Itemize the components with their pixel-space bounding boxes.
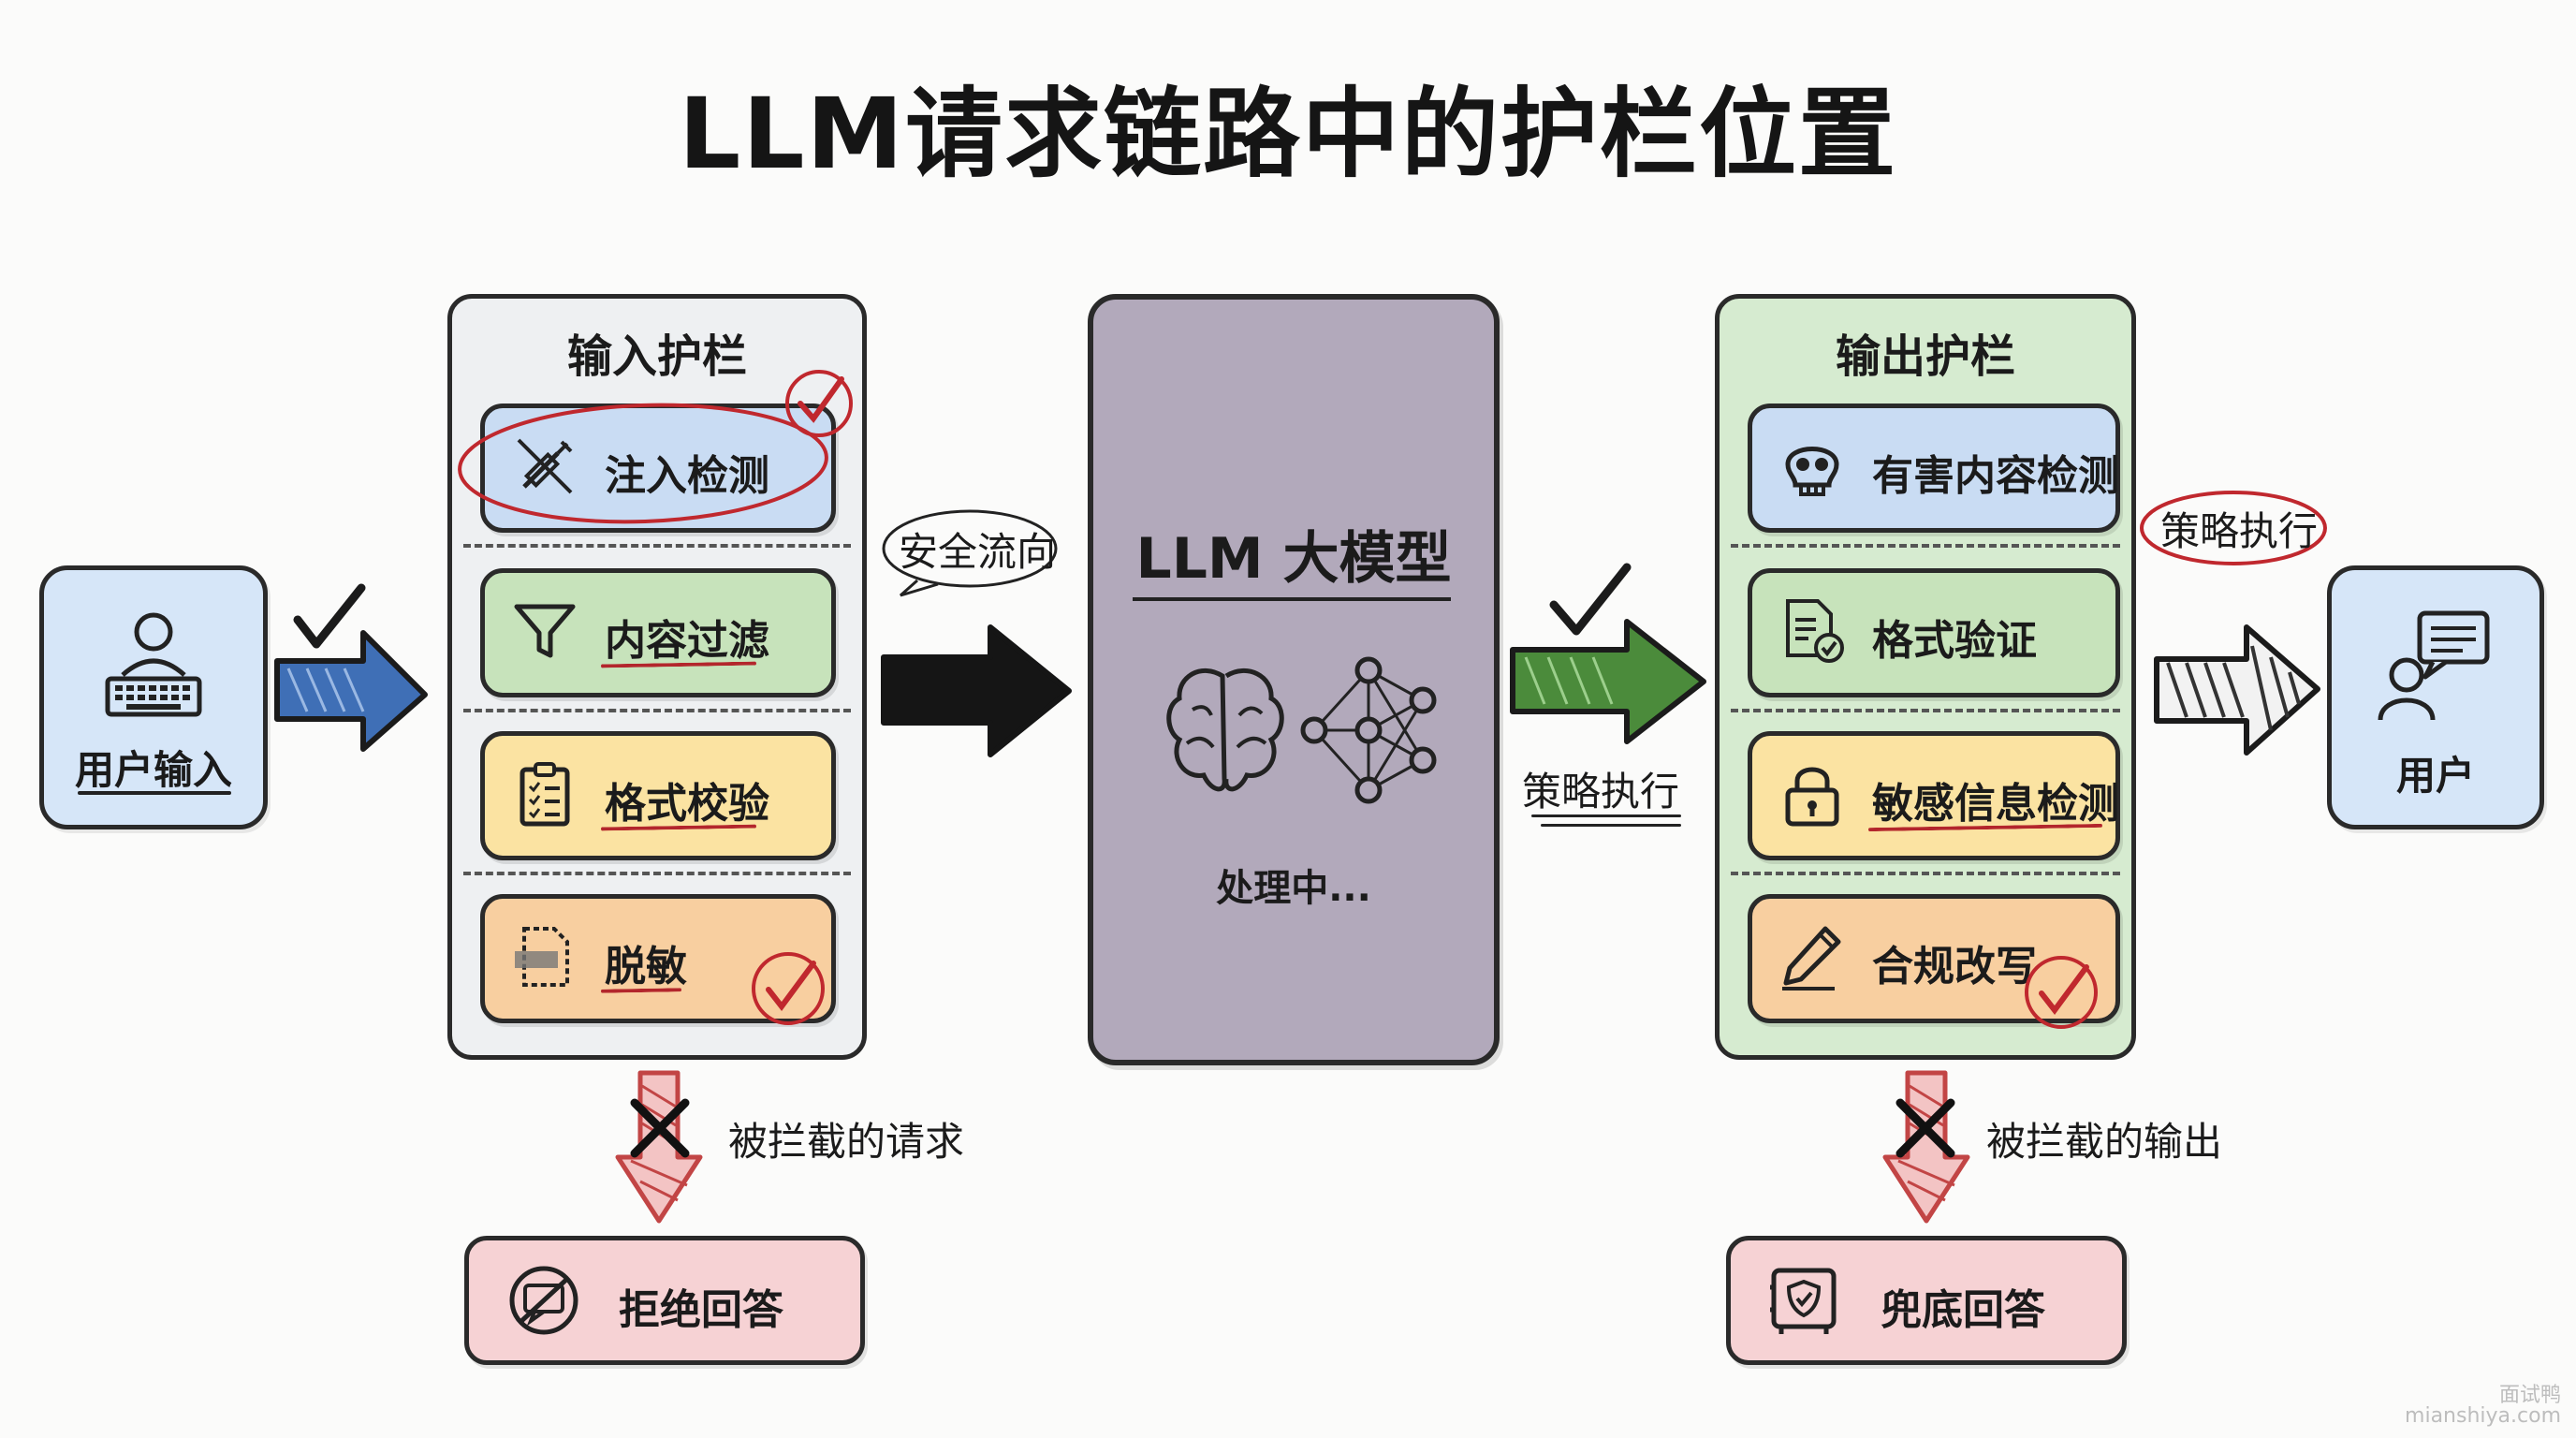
policy-exec-label-1: 策略执行: [1522, 769, 1680, 814]
output-guardrail-panel: 输出护栏 有害内容检测 格式验证 敏感信息检测: [1715, 294, 2136, 1060]
separator: [1731, 709, 2120, 712]
output-guardrail-title: 输出护栏: [1835, 330, 2015, 383]
neural-network-icon: [1300, 656, 1437, 804]
brain-icon: [1166, 668, 1284, 792]
separator: [1731, 544, 2120, 548]
item-label: 格式验证: [1872, 617, 2037, 665]
pen-icon: [1782, 926, 1841, 990]
item-label: 敏感信息检测: [1872, 780, 2119, 828]
input-item-format-check: 格式校验: [480, 731, 836, 860]
separator: [463, 544, 851, 548]
input-guardrail-panel: 输入护栏 注入检测 内容过滤 格式校验 脱敏: [447, 294, 867, 1060]
check-circle-icon: [752, 952, 825, 1025]
output-item-sensitive-info: 敏感信息检测: [1748, 731, 2120, 860]
user-label: 用户: [2395, 753, 2475, 799]
clipboard-checklist-icon: [520, 762, 570, 827]
green-flow-arrow: [1510, 563, 1706, 744]
safe-answer-label: 兜底回答: [1881, 1286, 2045, 1334]
redacted-document-icon: [515, 927, 569, 987]
underline: [78, 791, 231, 795]
blue-flow-arrow: [274, 583, 428, 752]
cross-icon: [630, 1098, 690, 1158]
blocked-request-label: 被拦截的请求: [728, 1119, 965, 1165]
check-circle-icon: [2025, 956, 2098, 1029]
underline: [1133, 597, 1451, 601]
blocked-output-label: 被拦截的输出: [1986, 1119, 2223, 1165]
safe-answer-box: 兜底回答: [1726, 1236, 2127, 1365]
item-label: 脱敏: [605, 943, 687, 990]
refuse-answer-box: 拒绝回答: [464, 1236, 865, 1365]
separator: [463, 709, 851, 712]
separator: [1731, 872, 2120, 875]
item-label: 注入检测: [605, 452, 769, 500]
output-item-format-validation: 格式验证: [1748, 568, 2120, 697]
document-check-icon: [1786, 599, 1844, 663]
input-item-content-filter: 内容过滤: [480, 568, 836, 697]
safe-flow-label: 安全流向: [899, 529, 1057, 575]
llm-status: 处理中...: [1216, 867, 1371, 910]
red-circle-annotation: [2140, 491, 2327, 565]
keyboard-user-icon: [105, 612, 202, 717]
black-flow-arrow: [881, 624, 1072, 757]
item-label: 合规改写: [1872, 943, 2037, 990]
check-circle-icon: [785, 370, 853, 437]
item-label: 格式校验: [605, 780, 769, 828]
item-label: 内容过滤: [605, 617, 769, 665]
input-item-injection: 注入检测: [480, 404, 836, 533]
llm-block: LLM 大模型 处理中...: [1088, 294, 1500, 1065]
cross-icon: [1895, 1098, 1955, 1158]
safe-shield-icon: [1770, 1268, 1837, 1334]
underline: [1531, 814, 1681, 817]
underline: [1541, 824, 1681, 827]
funnel-icon: [514, 604, 576, 658]
user-chat-icon: [2378, 610, 2490, 721]
user-input-node: 用户输入: [39, 565, 268, 829]
safe-flow-bubble: [882, 509, 1058, 597]
padlock-icon: [1785, 767, 1839, 827]
no-chat-icon: [509, 1266, 578, 1335]
separator: [463, 872, 851, 875]
input-guardrail-title: 输入护栏: [566, 330, 747, 383]
user-node: 用户: [2327, 565, 2544, 829]
watermark-url: mianshiya.com: [2405, 1404, 2561, 1428]
output-item-harmful: 有害内容检测: [1748, 404, 2120, 533]
red-circle-annotation: [458, 403, 828, 524]
watermark-brand: 面试鸭: [2498, 1384, 2561, 1407]
policy-exec-label-2: 策略执行: [2160, 508, 2319, 554]
user-input-label: 用户输入: [74, 747, 232, 793]
syringe-crossed-icon: [517, 438, 573, 494]
llm-title: LLM 大模型: [1135, 526, 1452, 592]
skull-icon: [1785, 447, 1839, 496]
hatched-flow-arrow: [2154, 624, 2320, 756]
item-label: 有害内容检测: [1872, 452, 2119, 500]
refuse-answer-label: 拒绝回答: [619, 1286, 783, 1334]
diagram-title: LLM请求链路中的护栏位置: [678, 77, 1898, 191]
